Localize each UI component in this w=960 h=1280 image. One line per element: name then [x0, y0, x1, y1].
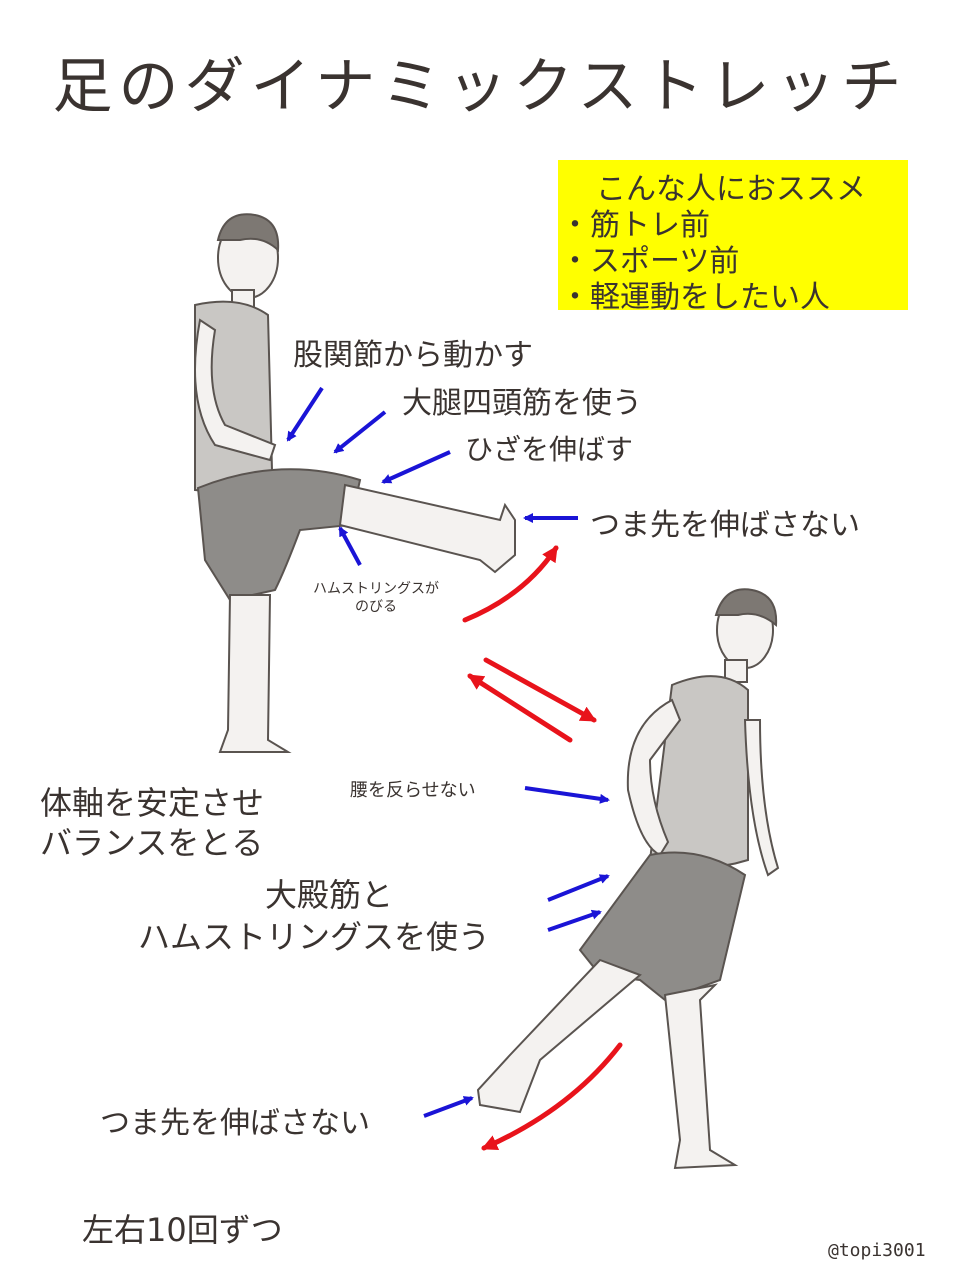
label-back: 腰を反らせない [350, 780, 476, 801]
label-balance-line1: 体軸を安定させ [40, 784, 265, 822]
label-quad: 大腿四頭筋を使う [402, 386, 642, 421]
figure-front-kick [194, 213, 516, 753]
recommend-heading: こんな人におススメ [596, 172, 866, 207]
credit-handle: @topi3001 [828, 1240, 926, 1261]
label-hamstring-line1: ハムストリングスが [313, 581, 439, 597]
red-arrows [462, 545, 623, 1151]
label-hamstring: ハムストリングスが のびる [296, 580, 456, 616]
recommend-item: ・筋トレ前 [560, 208, 710, 243]
label-muscle-line1: 大殿筋と [265, 876, 394, 914]
label-toe-2: つま先を伸ばさない [100, 1106, 370, 1141]
blue-arrows-pose2 [423, 786, 610, 1118]
label-hamstring-line2: のびる [355, 599, 397, 615]
recommend-box: こんな人におススメ ・筋トレ前 ・スポーツ前 ・軽運動をしたい人 [558, 160, 908, 315]
label-balance-line2: バランスをとる [40, 824, 264, 862]
recommend-item: ・軽運動をしたい人 [560, 280, 830, 315]
label-muscle-line2: ハムストリングスを使う [138, 918, 491, 956]
recommend-item: ・スポーツ前 [560, 244, 740, 279]
label-toe-1: つま先を伸ばさない [590, 508, 860, 543]
label-knee: ひざを伸ばす [465, 433, 634, 466]
blue-arrows-pose1 [286, 386, 578, 566]
label-reps: 左右10回ずつ [82, 1211, 283, 1249]
figure-back-kick [476, 588, 780, 1170]
label-hip: 股関節から動かす [293, 338, 533, 373]
page-title: 足のダイナミックストレッチ [52, 52, 908, 122]
